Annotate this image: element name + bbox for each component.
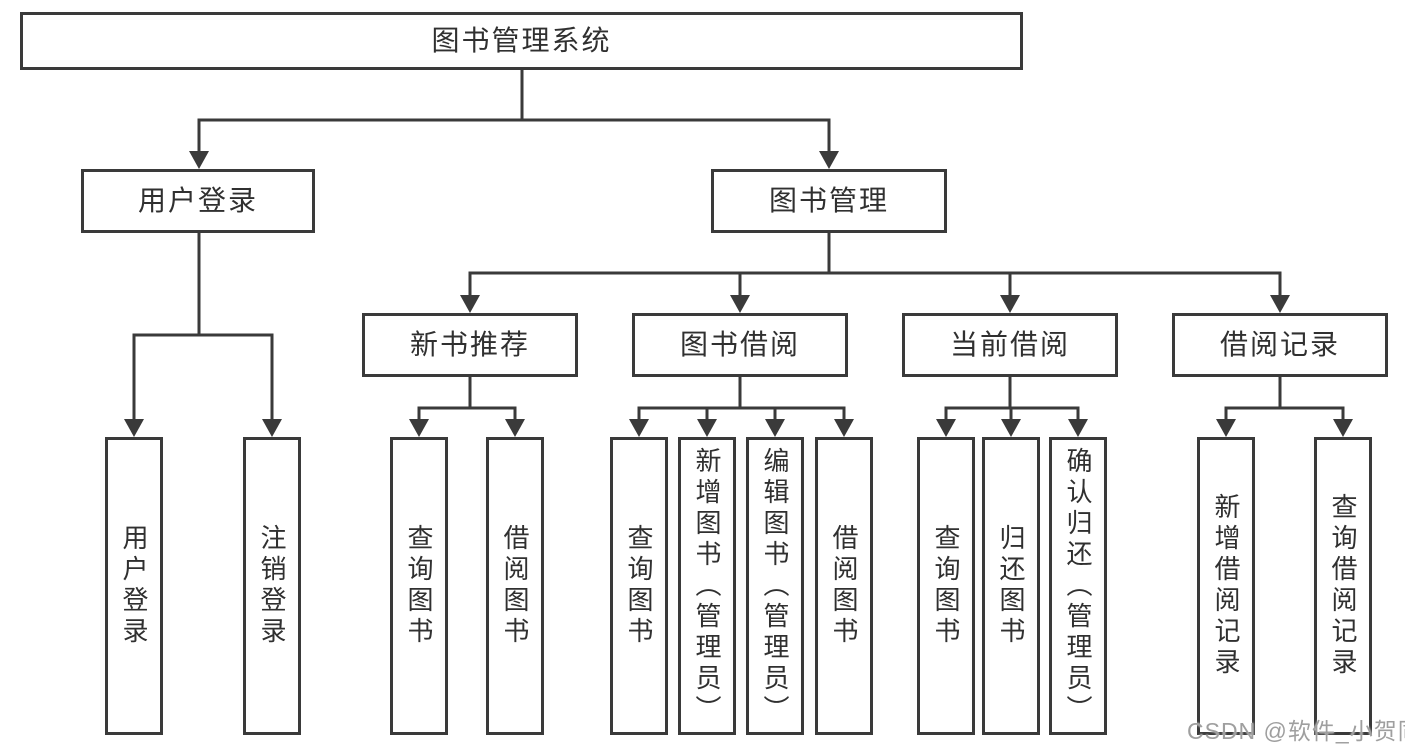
node-book-management: 图书管理 — [711, 169, 947, 233]
node-book-borrowing: 图书借阅 — [632, 313, 848, 377]
leaf-add-borrow-record: 新增借阅记录 — [1197, 437, 1255, 735]
leaf-query-books-borrowing: 查询图书 — [610, 437, 668, 735]
leaf-borrow-books-borrowing: 借阅图书 — [815, 437, 873, 735]
node-library-management-system: 图书管理系统 — [20, 12, 1023, 70]
leaf-return-books: 归还图书 — [982, 437, 1040, 735]
node-user-login-group: 用户登录 — [81, 169, 315, 233]
node-borrowing-records: 借阅记录 — [1172, 313, 1388, 377]
node-new-book-recommendation: 新书推荐 — [362, 313, 578, 377]
leaf-query-books-current: 查询图书 — [917, 437, 975, 735]
leaf-confirm-return-admin: 确认归还（管理员） — [1049, 437, 1107, 735]
leaf-user-login: 用户登录 — [105, 437, 163, 735]
leaf-edit-books-admin: 编辑图书（管理员） — [746, 437, 804, 735]
leaf-logout: 注销登录 — [243, 437, 301, 735]
watermark: CSDN @软件_小贺同学 — [1187, 718, 1405, 744]
leaf-query-borrow-record: 查询借阅记录 — [1314, 437, 1372, 735]
node-current-borrowing: 当前借阅 — [902, 313, 1118, 377]
leaf-add-books-admin: 新增图书（管理员） — [678, 437, 736, 735]
leaf-borrow-books-recommend: 借阅图书 — [486, 437, 544, 735]
leaf-query-books-recommend: 查询图书 — [390, 437, 448, 735]
